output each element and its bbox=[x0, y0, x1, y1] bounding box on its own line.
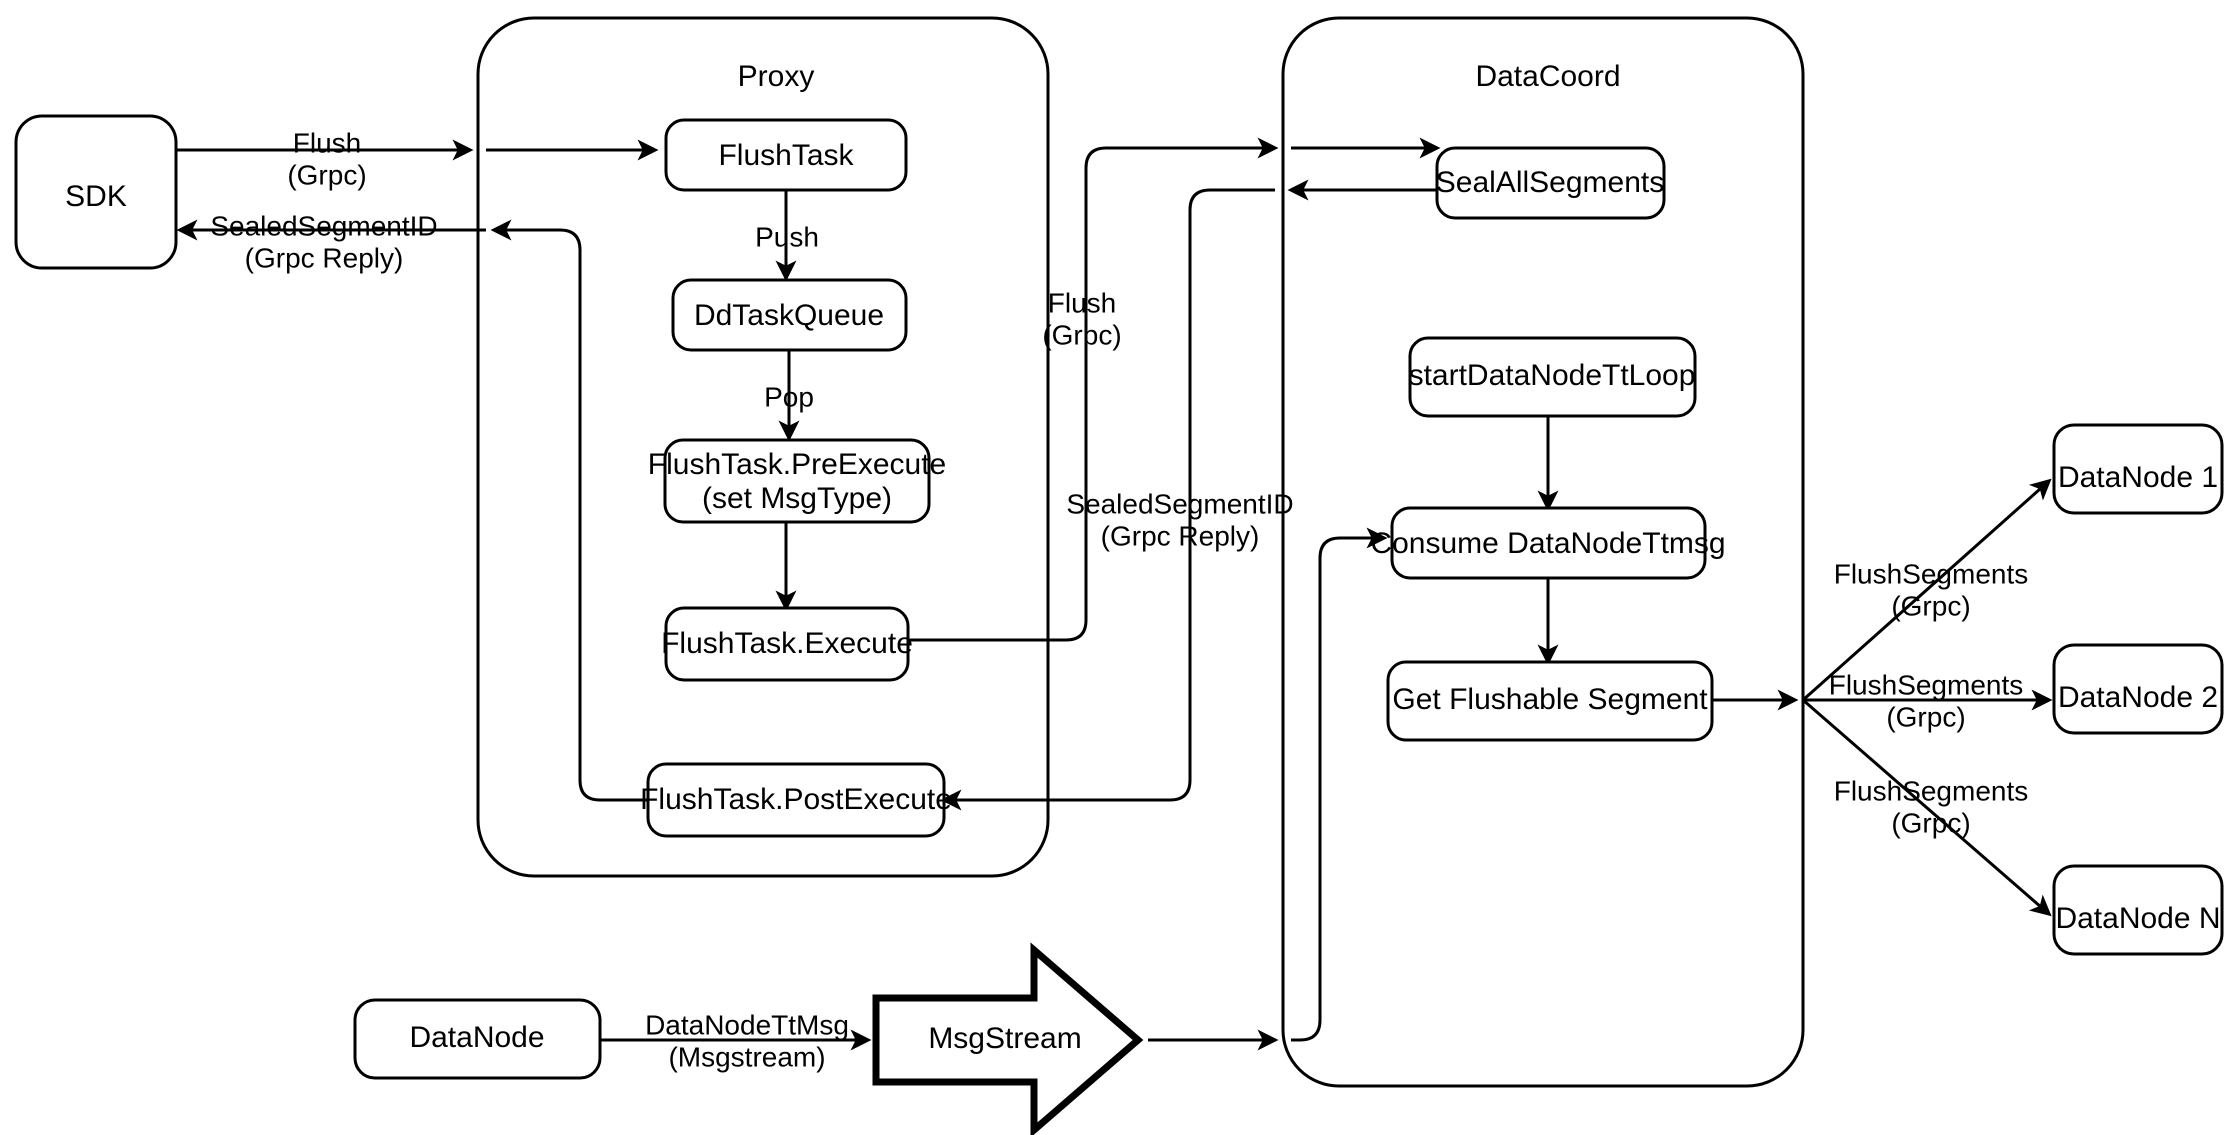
get-flushable-segment-box[interactable] bbox=[1386, 660, 1714, 742]
sdk-box[interactable] bbox=[14, 114, 178, 270]
node-msgstream[interactable]: MsgStream bbox=[872, 942, 1144, 1135]
edge-label-proxy-to-datacoord: Flush (Grpc) bbox=[1042, 287, 1121, 350]
datanode-2-box[interactable] bbox=[2052, 643, 2224, 735]
push-label: Push bbox=[755, 221, 819, 252]
datacoord-container-label: DataCoord bbox=[1475, 60, 1620, 93]
flushsegments-1-label-line2: (Grpc) bbox=[1891, 590, 1970, 621]
get-flushable-segment-label: Get Flushable Segment bbox=[1392, 683, 1708, 716]
preexecute-box[interactable] bbox=[663, 438, 931, 524]
flushsegments-n-label-line1: FlushSegments bbox=[1834, 775, 2029, 806]
node-datanode-n[interactable]: DataNode N bbox=[2052, 864, 2224, 956]
node-flushtask-preexecute[interactable]: FlushTask.PreExecute (set MsgType) bbox=[648, 438, 946, 524]
flushsegments-1-label-line1: FlushSegments bbox=[1834, 558, 2029, 589]
postexecute-box[interactable] bbox=[646, 762, 946, 838]
flush-grpc-label-line1: Flush bbox=[293, 127, 361, 158]
node-sdk[interactable]: SDK bbox=[14, 114, 178, 270]
container-datacoord: DataCoord bbox=[1281, 16, 1805, 1088]
datanode-ttmsg-label-line2: (Msgstream) bbox=[668, 1041, 825, 1072]
node-datanode-1[interactable]: DataNode 1 bbox=[2052, 423, 2224, 515]
node-flushtask-execute[interactable]: FlushTask.Execute bbox=[661, 606, 913, 682]
flushtask-box[interactable] bbox=[664, 118, 908, 192]
edge-label-sdk-to-proxy: Flush (Grpc) bbox=[287, 127, 366, 190]
edge-label-flushsegments-n: FlushSegments (Grpc) bbox=[1834, 775, 2029, 838]
ddtaskqueue-label: DdTaskQueue bbox=[694, 299, 884, 332]
datanode-2-label: DataNode 2 bbox=[2058, 681, 2218, 714]
preexecute-label-line2: (set MsgType) bbox=[702, 482, 892, 515]
flush-grpc-label-line2: (Grpc) bbox=[287, 159, 366, 190]
datanode-source-box[interactable] bbox=[353, 998, 602, 1080]
preexecute-label-line1: FlushTask.PreExecute bbox=[648, 448, 946, 481]
sealedsegmentid-reply-label-line1: SealedSegmentID bbox=[210, 210, 437, 241]
datanode-source-label: DataNode bbox=[409, 1021, 544, 1054]
sealallsegments-box[interactable] bbox=[1435, 146, 1666, 220]
msgstream-label: MsgStream bbox=[928, 1022, 1081, 1055]
datanode-1-box[interactable] bbox=[2052, 423, 2224, 515]
edge-postexecute-to-sdk-reply bbox=[490, 219, 650, 802]
edge-execute-to-datacoord bbox=[908, 137, 1279, 642]
edge-label-flushsegments-1: FlushSegments (Grpc) bbox=[1834, 558, 2029, 621]
pop-label: Pop bbox=[764, 381, 814, 412]
datanode-1-label: DataNode 1 bbox=[2058, 461, 2218, 494]
datanode-n-label: DataNode N bbox=[2055, 902, 2220, 935]
flushsegments-n-label-line2: (Grpc) bbox=[1891, 807, 1970, 838]
edge-label-datacoord-to-proxy: SealedSegmentID (Grpc Reply) bbox=[1066, 488, 1293, 551]
node-ddtaskqueue[interactable]: DdTaskQueue bbox=[671, 278, 908, 352]
flushsegments-2-label-line1: FlushSegments bbox=[1829, 669, 2024, 700]
edge-datacoord-to-postexecute bbox=[940, 188, 1275, 811]
edge-label-proxy-to-sdk: SealedSegmentID (Grpc Reply) bbox=[210, 210, 437, 273]
node-get-flushable-segment[interactable]: Get Flushable Segment bbox=[1386, 660, 1714, 742]
flushtask-label: FlushTask bbox=[718, 139, 854, 172]
node-flushtask-postexecute[interactable]: FlushTask.PostExecute bbox=[640, 762, 952, 838]
datanode-n-box[interactable] bbox=[2052, 864, 2224, 956]
edge-datacoord-boundary-to-consume bbox=[1291, 527, 1388, 1042]
sdk-label: SDK bbox=[65, 180, 127, 213]
msgstream-arrow-shape[interactable] bbox=[872, 942, 1144, 1135]
node-datanode-2[interactable]: DataNode 2 bbox=[2052, 643, 2224, 735]
ddtaskqueue-box[interactable] bbox=[671, 278, 908, 352]
sealedsegmentid-coord-label-line2: (Grpc Reply) bbox=[1101, 520, 1260, 551]
node-flushtask[interactable]: FlushTask bbox=[664, 118, 908, 192]
execute-box[interactable] bbox=[664, 606, 910, 682]
edge-label-flushsegments-2: FlushSegments (Grpc) bbox=[1829, 669, 2024, 732]
datacoord-container-box bbox=[1281, 16, 1805, 1088]
sealallsegments-label: SealAllSegments bbox=[1436, 166, 1664, 199]
datanode-ttmsg-label-line1: DataNodeTtMsg bbox=[645, 1009, 849, 1040]
edge-fanout-to-datanoden bbox=[1802, 698, 2052, 917]
flush-grpc-coord-label-line2: (Grpc) bbox=[1042, 319, 1121, 350]
node-consume-datanodettmsg[interactable]: Consume DataNodeTtmsg bbox=[1370, 506, 1726, 580]
sealedsegmentid-coord-label-line1: SealedSegmentID bbox=[1066, 488, 1293, 519]
edge-label-datanode-ttmsg: DataNodeTtMsg (Msgstream) bbox=[645, 1009, 849, 1072]
node-sealallsegments[interactable]: SealAllSegments bbox=[1435, 146, 1666, 220]
node-start-datanodettloop[interactable]: startDataNodeTtLoop bbox=[1408, 336, 1697, 418]
startdatanodettloop-box[interactable] bbox=[1408, 336, 1697, 418]
node-datanode-source[interactable]: DataNode bbox=[353, 998, 602, 1080]
sealedsegmentid-reply-label-line2: (Grpc Reply) bbox=[245, 242, 404, 273]
container-proxy: Proxy bbox=[476, 16, 1050, 878]
proxy-container-label: Proxy bbox=[738, 60, 815, 93]
edge-fanout-to-datanode1 bbox=[1802, 478, 2052, 702]
flushsegments-2-label-line2: (Grpc) bbox=[1886, 701, 1965, 732]
postexecute-label: FlushTask.PostExecute bbox=[640, 783, 952, 816]
execute-label: FlushTask.Execute bbox=[661, 627, 913, 660]
consume-datanodettmsg-label: Consume DataNodeTtmsg bbox=[1370, 527, 1725, 560]
consume-datanodettmsg-box[interactable] bbox=[1390, 506, 1707, 580]
startdatanodettloop-label: startDataNodeTtLoop bbox=[1409, 359, 1696, 392]
flush-grpc-coord-label-line1: Flush bbox=[1048, 287, 1116, 318]
proxy-container-box bbox=[476, 16, 1050, 878]
